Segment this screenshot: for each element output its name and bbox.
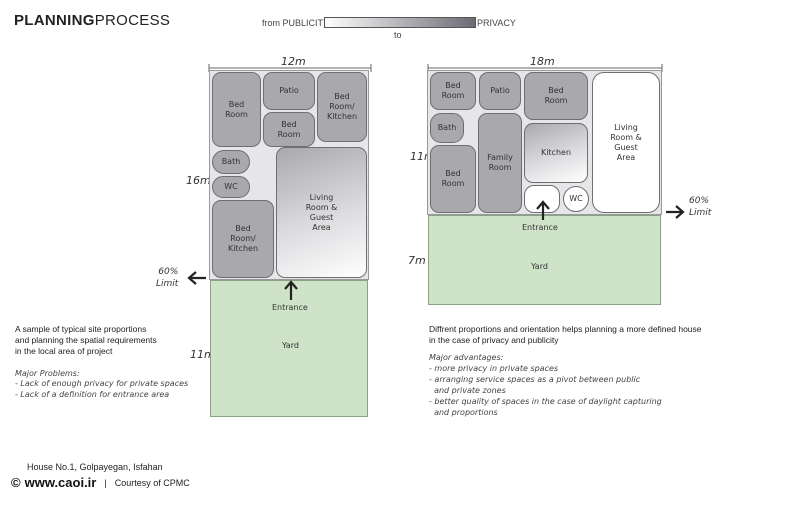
plan1-problems-title: Major Problems: [15,369,80,378]
plan1-limit-label: 60% Limit [156,267,179,289]
plan2-entrance-label: Entrance [522,223,558,232]
copyright-symbol: © [11,475,21,490]
plan1-yard [210,280,368,417]
plan2-entrance-arrow [536,200,550,220]
plan1-room-patio: Patio [263,72,315,110]
title-bold: PLANNING [14,12,95,29]
plan2-room-kitchen: Kitchen [524,123,588,183]
plan1-yard-height-label: 11m [190,348,215,361]
privacy-gradient-bar [324,17,476,28]
plan2-advantage-4: - better quality of spaces in the case o… [429,397,662,406]
legend-privacy-label: PRIVACY [477,18,516,28]
plan1-problem-1: - Lack of enough privacy for private spa… [15,379,189,388]
plan2-room-wc: WC [563,186,589,212]
plan2-yard [428,215,661,305]
house-caption: House No.1, Golpayegan, Isfahan [27,462,163,472]
plan2-room-bedroom-3: Bed Room [430,145,476,213]
site-link[interactable]: www.caoi.ir [24,475,97,490]
plan1-description: A sample of typical site proportions and… [15,324,157,356]
plan1-height-label: 16m [186,174,211,187]
plan2-room-bedroom: Bed Room [430,72,476,110]
plan2-advantage-2: - arranging service spaces as a pivot be… [429,375,641,384]
plan1-room-bath: Bath [212,150,250,174]
footer-credits: © www.caoi.ir | Courtesy of CPMC [11,475,190,490]
plan1-room-bedroom-2: Bed Room [263,112,315,147]
plan2-advantage-3: and private zones [429,386,506,395]
plan2-room-bedroom-2: Bed Room [524,72,588,120]
plan1-problem-2: - Lack of a definition for entrance area [15,390,170,399]
plan2-room-patio: Patio [479,72,521,110]
footer-separator: | [104,477,107,488]
legend-from-label: from PUBLICITY [262,18,330,28]
plan2-advantages-title: Major advantages: [429,353,504,362]
plan2-advantage-5: and proportions [429,408,498,417]
plan1-room-bedroom-kitchen: Bed Room/ Kitchen [317,72,367,142]
page-title: PLANNINGPROCESS [14,12,170,29]
title-light: PROCESS [94,12,171,29]
plan2-limit-arrow [666,205,685,219]
plan1-limit-arrow [187,271,206,285]
plan1-room-bedroom-kitchen-2: Bed Room/ Kitchen [212,200,274,278]
plan1-entrance-label: Entrance [272,303,308,312]
plan1-room-bedroom: Bed Room [212,72,261,147]
plan2-limit-label: 60% Limit [689,196,712,218]
plan1-room-wc: WC [212,176,250,198]
plan2-description: Diffrent proportions and orientation hel… [429,324,702,345]
plan2-yard-label: Yard [531,262,548,271]
legend-to-label: to [394,30,402,40]
plan1-yard-label: Yard [282,341,299,350]
plan2-width-label: 18m [530,55,555,68]
plan2-room-family: Family Room [478,113,522,213]
plan2-room-bath: Bath [430,113,464,143]
plan2-advantage-1: - more privacy in private spaces [429,364,559,373]
plan1-entrance-arrow [284,280,298,300]
plan2-yard-height-label: 7m [408,254,426,267]
plan1-width-label: 12m [281,55,306,68]
plan1-room-living: Living Room & Guest Area [276,147,367,278]
courtesy-label: Courtesy of CPMC [114,477,190,488]
plan2-room-living: Living Room & Guest Area [592,72,660,213]
